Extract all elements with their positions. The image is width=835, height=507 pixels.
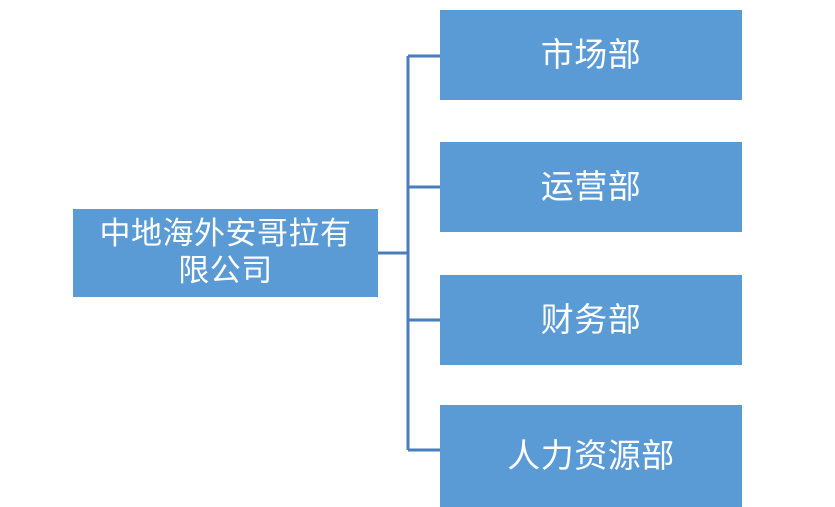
org-node-human-resources-label: 人力资源部 — [507, 436, 675, 474]
org-node-human-resources[interactable]: 人力资源部 — [440, 405, 742, 507]
org-node-operations[interactable]: 运营部 — [440, 142, 742, 232]
org-node-root-label: 中地海外安哥拉有 限公司 — [99, 216, 352, 288]
org-node-operations-label: 运营部 — [540, 167, 642, 205]
org-node-root[interactable]: 中地海外安哥拉有 限公司 — [73, 209, 378, 297]
org-node-finance[interactable]: 财务部 — [440, 275, 742, 365]
org-node-marketing[interactable]: 市场部 — [440, 10, 742, 100]
org-node-finance-label: 财务部 — [540, 300, 642, 338]
org-node-marketing-label: 市场部 — [540, 35, 642, 73]
